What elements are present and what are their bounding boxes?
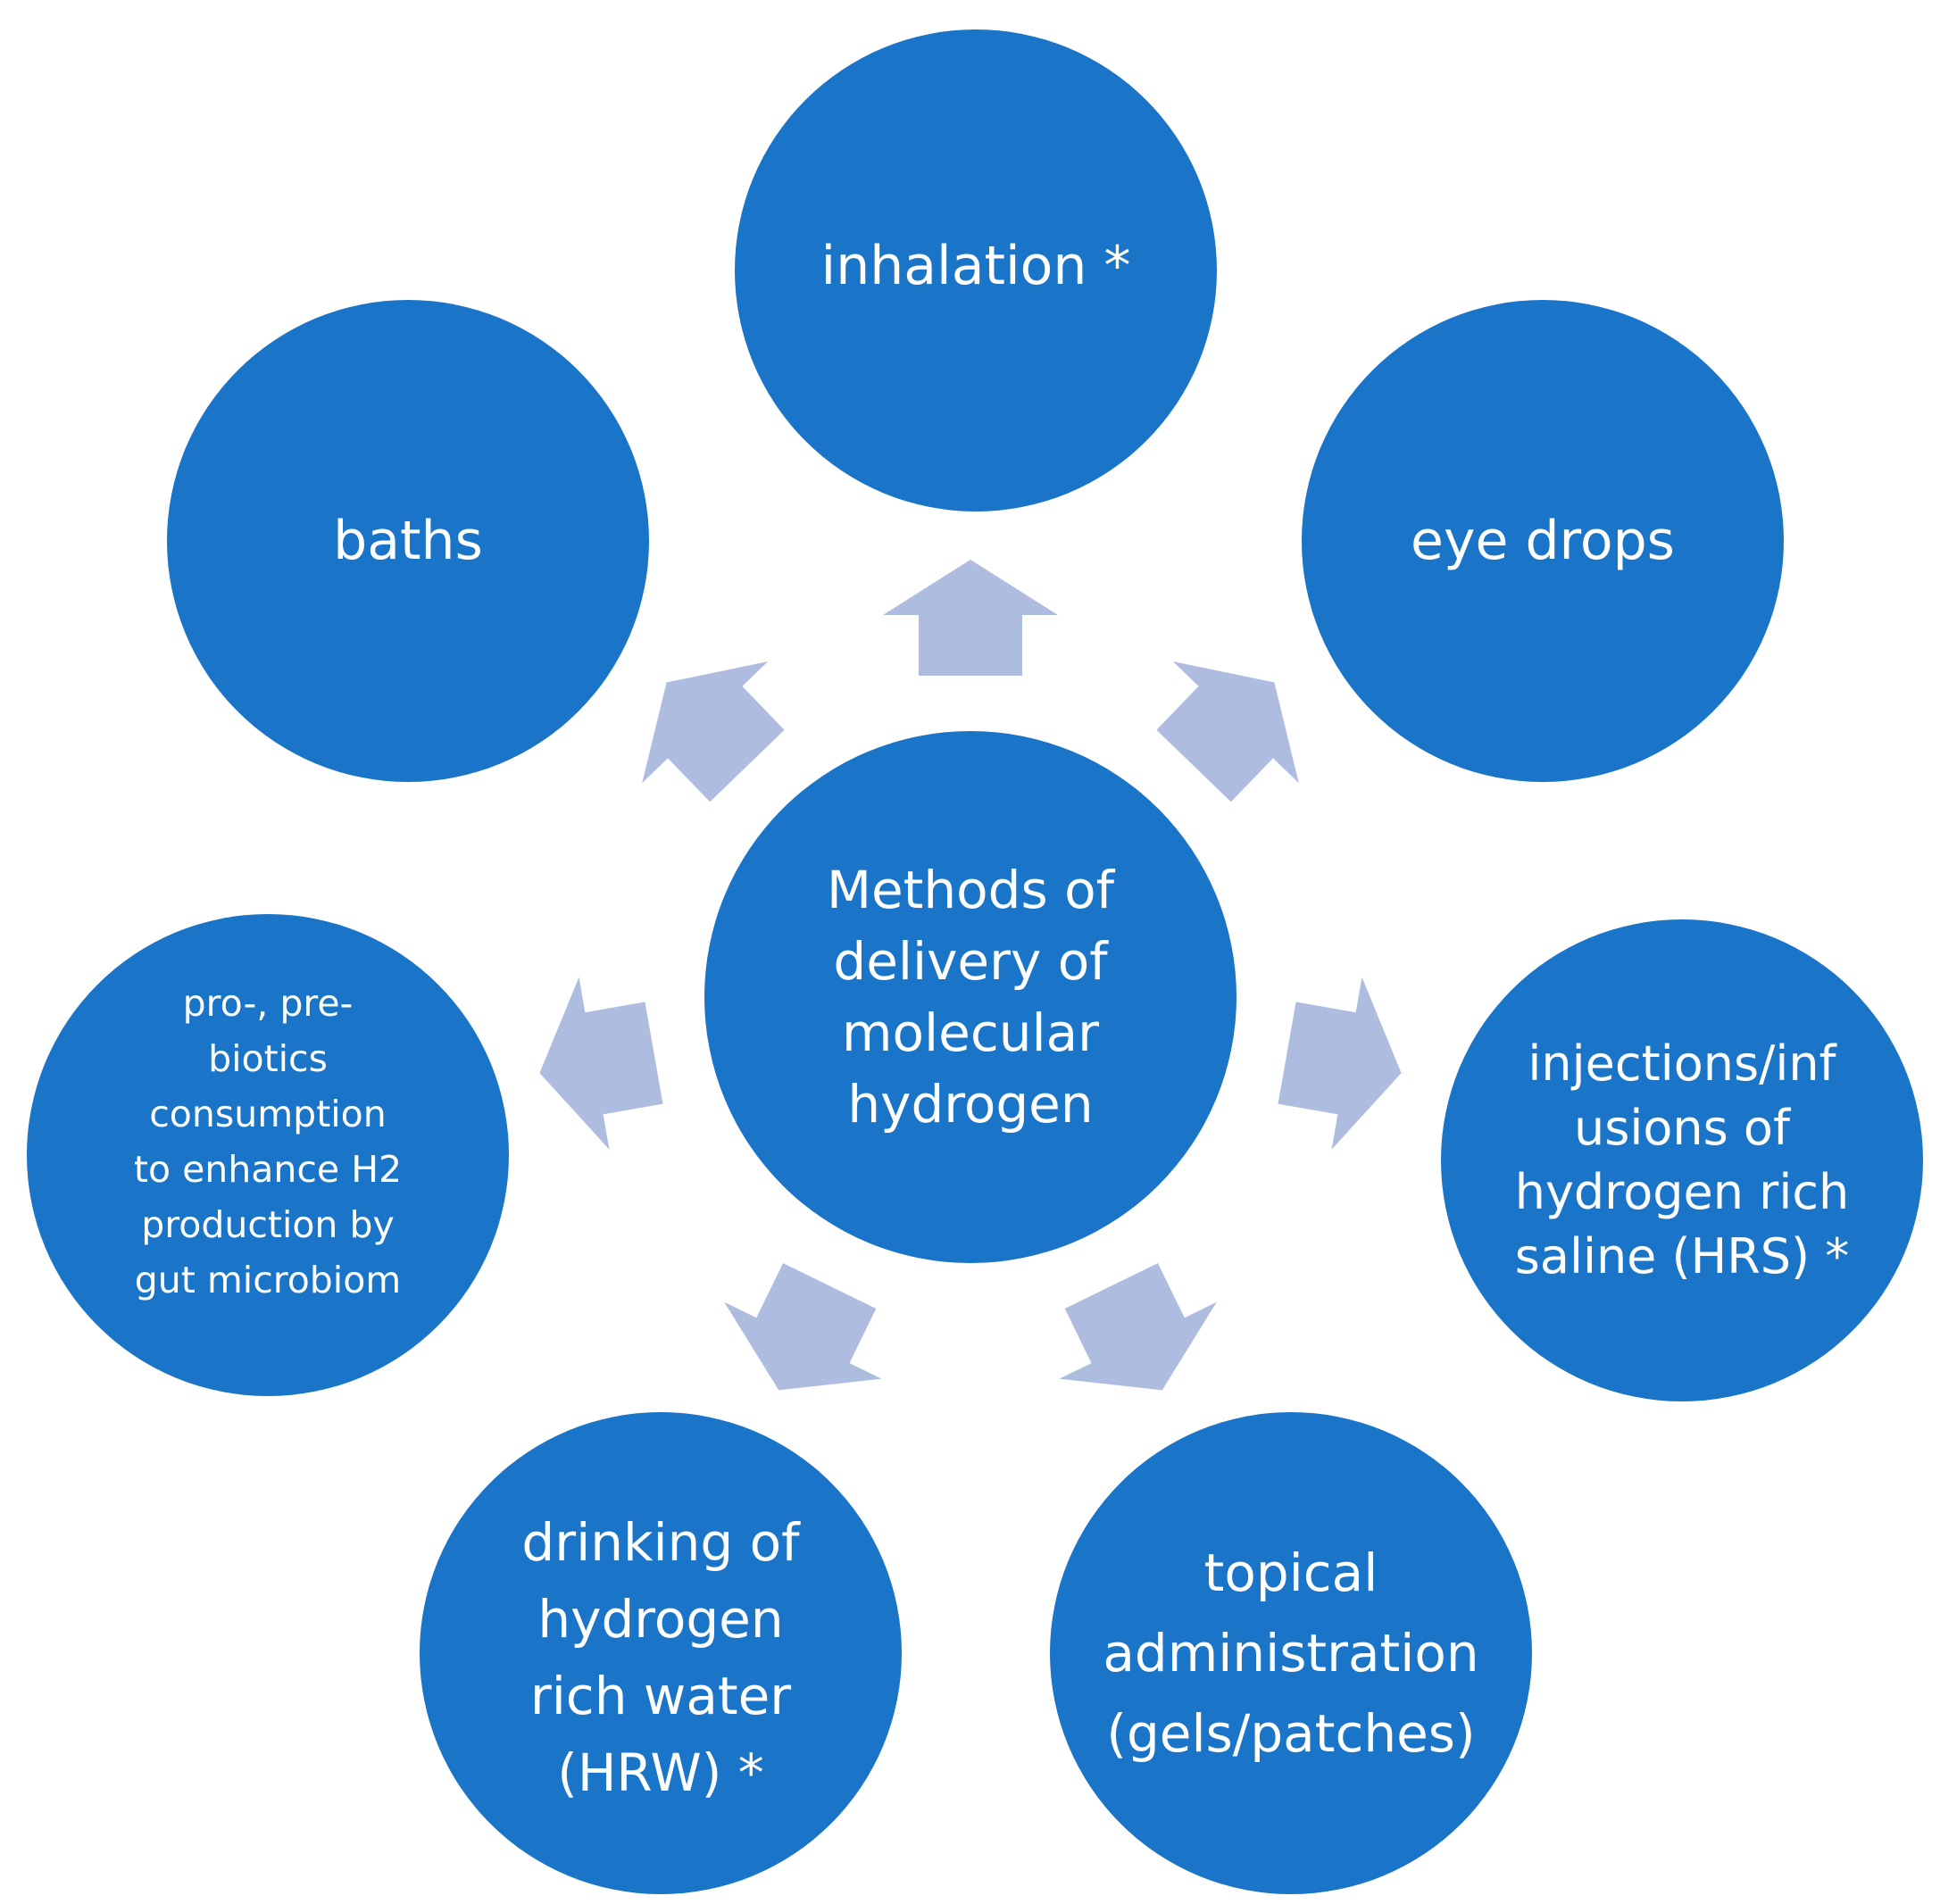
node-drinking-label: drinking of hydrogen rich water (HRW) *	[521, 1512, 800, 1803]
arrow-to-drinking	[724, 1263, 882, 1391]
node-probiotics: pro-, pre- biotics consumption to enhanc…	[27, 914, 509, 1396]
node-inhalation: inhalation *	[735, 29, 1217, 511]
arrow-to-topical	[1059, 1263, 1217, 1391]
arrow-to-injections	[1278, 977, 1402, 1150]
node-probiotics-label: pro-, pre- biotics consumption to enhanc…	[133, 982, 403, 1301]
node-eye-drops: eye drops	[1302, 300, 1784, 782]
node-inhalation-label: inhalation *	[820, 235, 1131, 297]
arrow-to-eye-drops	[1156, 661, 1299, 802]
node-injections: injections/inf usions of hydrogen rich s…	[1441, 919, 1923, 1401]
arrow-to-inhalation	[883, 560, 1058, 676]
arrow-to-probiotics	[539, 977, 663, 1150]
node-drinking: drinking of hydrogen rich water (HRW) *	[420, 1412, 902, 1894]
node-eye-drops-label: eye drops	[1411, 510, 1675, 572]
center-label: Methods of delivery of molecular hydroge…	[826, 860, 1115, 1135]
arrow-to-baths	[642, 661, 785, 802]
node-baths: baths	[167, 300, 649, 782]
node-baths-label: baths	[333, 510, 483, 572]
node-injections-label: injections/inf usions of hydrogen rich s…	[1514, 1035, 1850, 1285]
node-topical-label: topical administration (gels/patches)	[1103, 1542, 1479, 1764]
node-topical: topical administration (gels/patches)	[1050, 1412, 1532, 1894]
center-circle: Methods of delivery of molecular hydroge…	[704, 731, 1236, 1263]
